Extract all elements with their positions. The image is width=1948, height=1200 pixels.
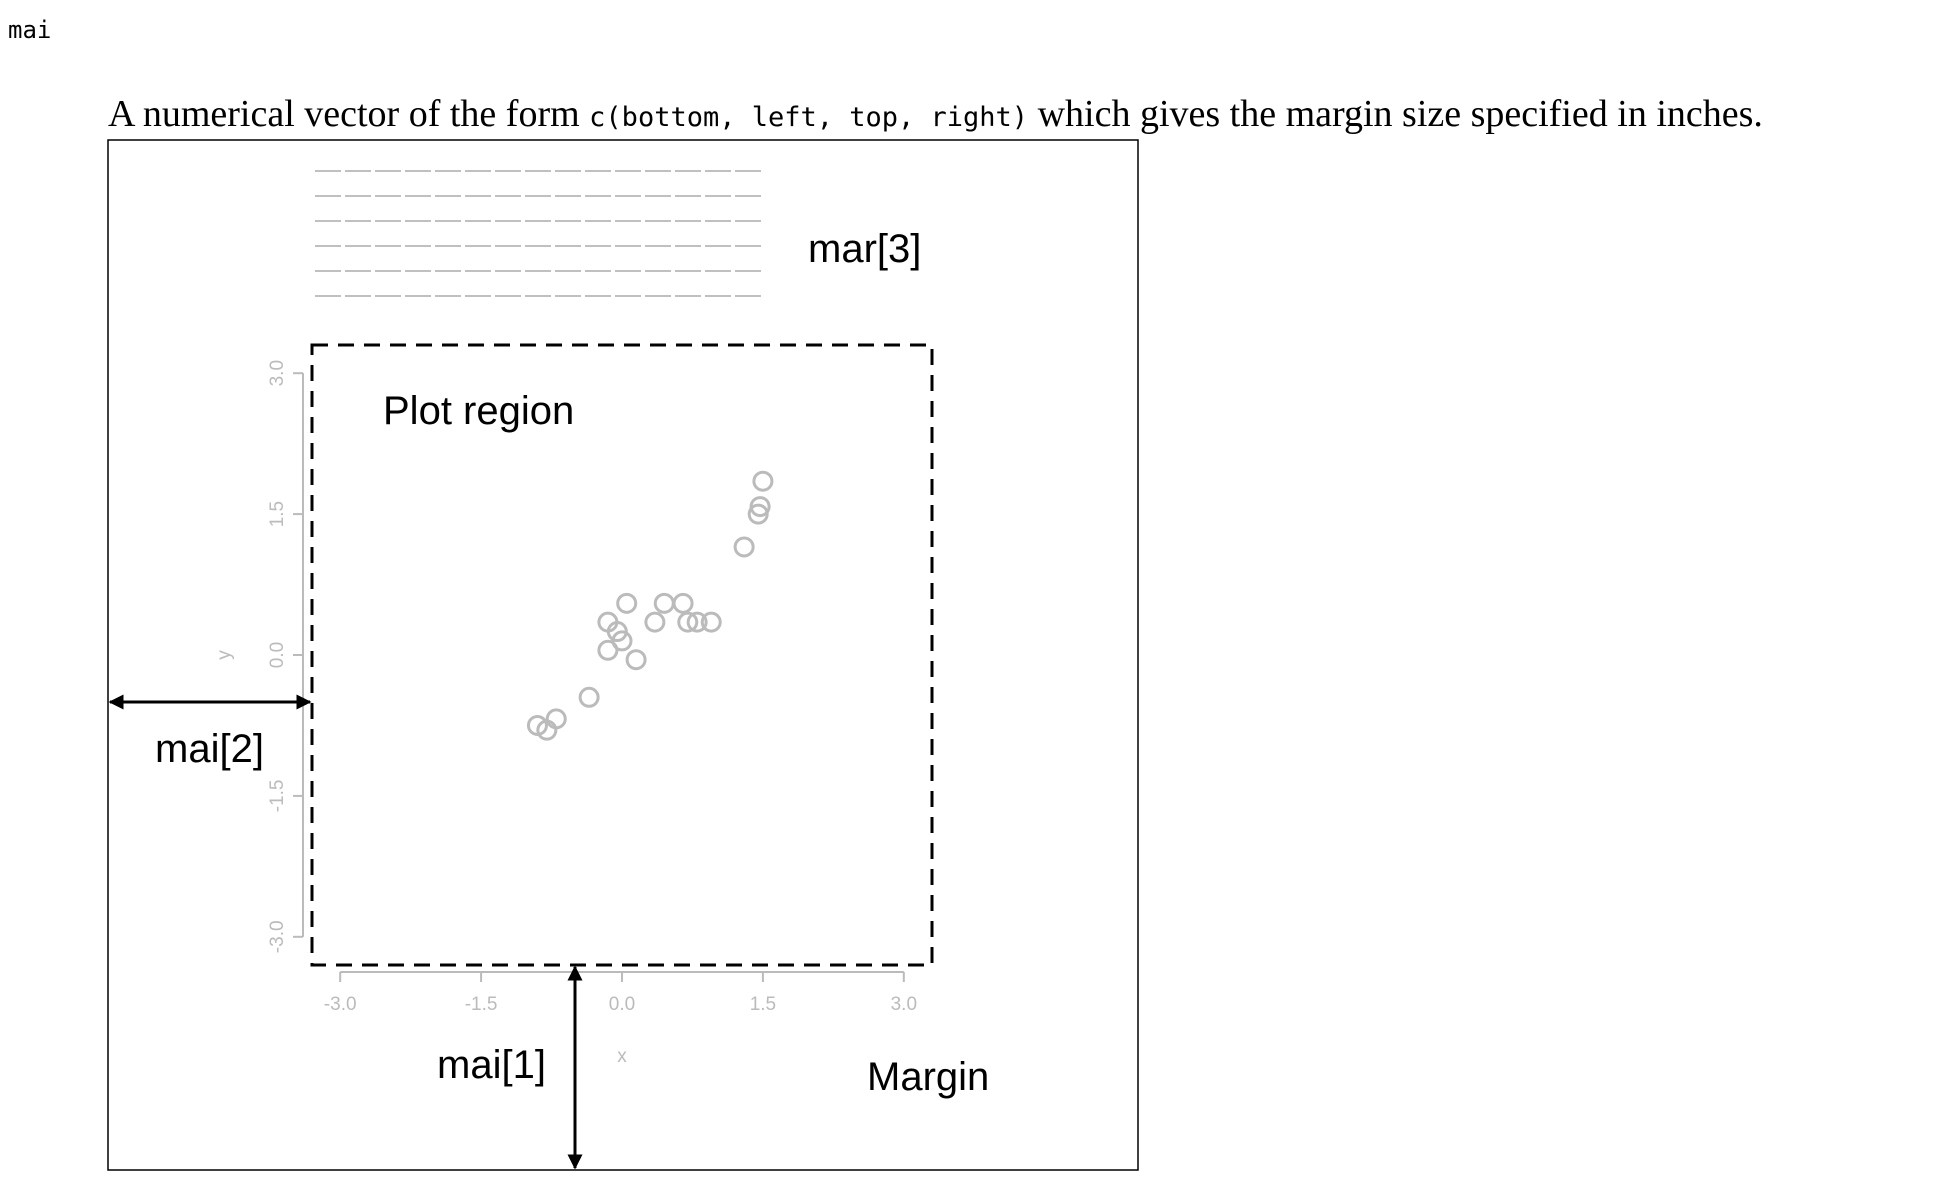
plot-region-box <box>310 343 934 967</box>
scatter-point <box>616 592 638 614</box>
bottom-margin-label: mai[1] <box>437 1043 546 1087</box>
scatter-points <box>526 470 774 741</box>
scatter-point <box>672 592 694 614</box>
y-axis-label: y <box>214 650 235 660</box>
description-text-after: which gives the margin size specified in… <box>1028 93 1763 135</box>
scatter-point <box>644 611 666 633</box>
y-tick-label: -3.0 <box>267 920 288 953</box>
y-tick-label: 0.0 <box>267 642 288 668</box>
scatter-point <box>625 649 647 671</box>
term-mai: mai <box>8 16 52 44</box>
description-code: c(bottom, left, top, right) <box>589 102 1029 133</box>
top-margin-label: mar[3] <box>808 227 921 271</box>
term-description: A numerical vector of the form c(bottom,… <box>108 92 1938 136</box>
description-text-before: A numerical vector of the form <box>108 93 590 135</box>
scatter-point <box>597 639 619 661</box>
scatter-point <box>700 611 722 633</box>
figure-border <box>107 139 1139 1171</box>
y-tick-label: 3.0 <box>267 360 288 386</box>
scatter-point <box>611 630 633 652</box>
x-tick-label: 0.0 <box>609 994 635 1015</box>
scatter-point <box>749 496 771 518</box>
scatter-point <box>677 611 699 633</box>
y-tick-label: 1.5 <box>267 501 288 527</box>
margin-text-lines <box>315 170 765 297</box>
scatter-point <box>686 611 708 633</box>
margin-label: Margin <box>867 1055 989 1099</box>
plot-region-label: Plot region <box>383 389 574 433</box>
x-tick-label: 3.0 <box>891 994 917 1015</box>
scatter-point <box>578 686 600 708</box>
scatter-point <box>733 536 755 558</box>
x-tick-label: -3.0 <box>324 994 357 1015</box>
scatter-point <box>752 470 774 492</box>
x-tick-label: -1.5 <box>465 994 498 1015</box>
scatter-point <box>545 708 567 730</box>
left-margin-label: mai[2] <box>155 727 264 771</box>
axes: -3.0 -1.5 0.0 1.5 3.0 x -3.0 -1.5 0.0 1.5 3.0 y <box>214 360 917 1067</box>
x-tick-label: 1.5 <box>750 994 776 1015</box>
y-tick-label: -1.5 <box>267 780 288 813</box>
x-axis-label: x <box>617 1046 627 1067</box>
